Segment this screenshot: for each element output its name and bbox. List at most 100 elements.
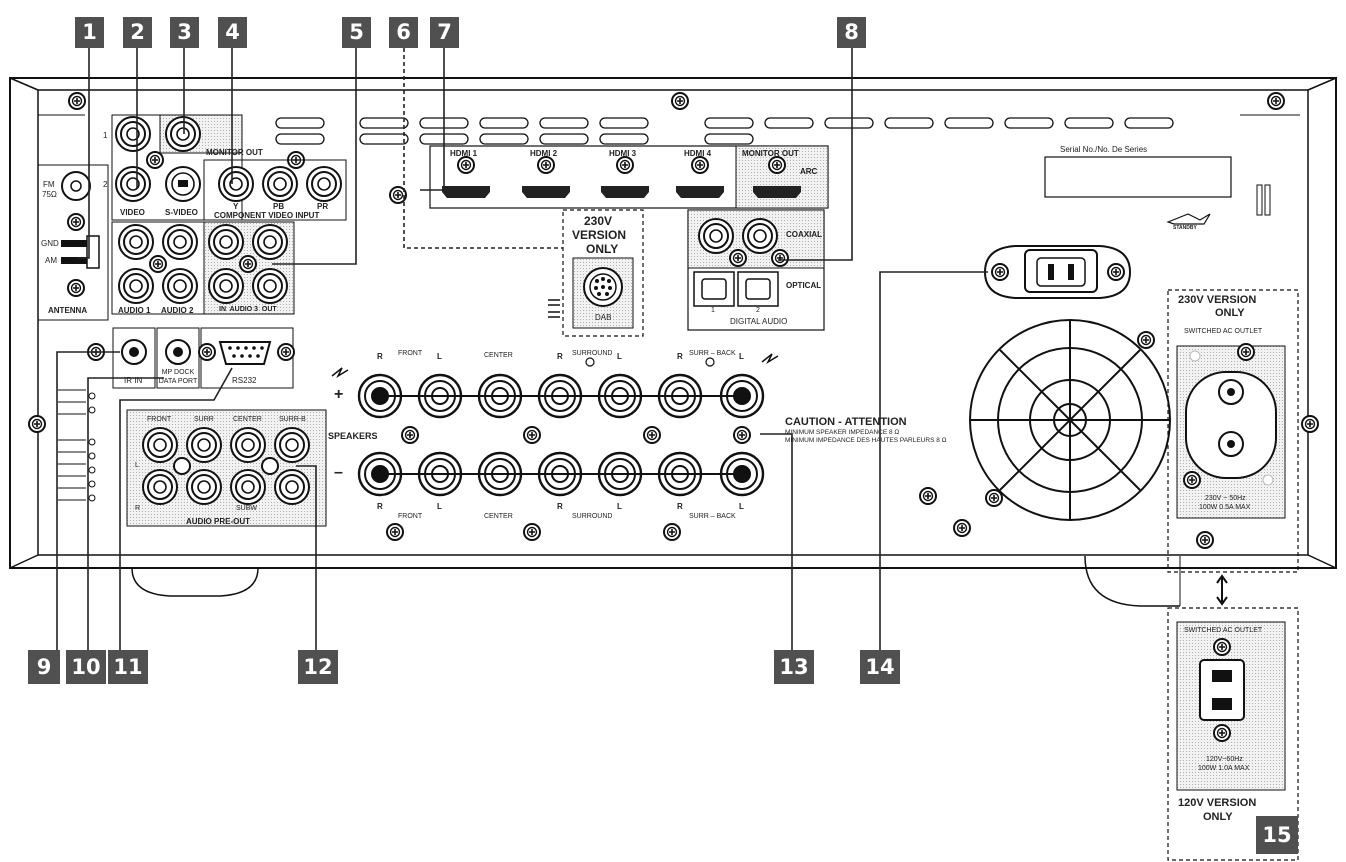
preout-front-label: FRONT: [147, 416, 172, 423]
callout-4: 4: [218, 17, 247, 48]
optical-label: OPTICAL: [786, 281, 822, 290]
preout-center-label: CENTER: [233, 416, 262, 423]
speaker-front-top: FRONT: [398, 350, 423, 357]
coaxial-label: COAXIAL: [786, 230, 822, 239]
preout-surr-b-label: SURR-B: [279, 416, 306, 423]
speaker-l-surrback-bottom: L: [739, 502, 744, 511]
speaker-terminals: [331, 353, 779, 541]
hdmi-arc-label: ARC: [800, 167, 818, 176]
fan-grille: [919, 319, 1214, 549]
callout-6: 6: [389, 17, 418, 48]
component-pb-label: PB: [273, 202, 285, 211]
hdmi-3-label: HDMI 3: [609, 149, 637, 158]
s-video-label: S-VIDEO: [165, 208, 198, 217]
ac-power-inlet: [983, 245, 1132, 299]
rs232-label: RS232: [232, 376, 257, 385]
speaker-l-front-top: L: [437, 352, 442, 361]
callout-3: 3: [170, 17, 199, 48]
outlet-230v-spec-2: 100W 0.5A MAX: [1199, 504, 1251, 511]
monitor-out-video-label: MONITOR OUT: [206, 148, 263, 157]
digital-audio: [687, 209, 825, 331]
speaker-r-front-top: R: [377, 352, 383, 361]
component-video-input-label: COMPONENT VIDEO INPUT: [214, 211, 320, 220]
dab-only-label: ONLY: [586, 242, 619, 256]
dab-section: [548, 209, 644, 337]
outlet-120v-label: SWITCHED AC OUTLET: [1184, 627, 1263, 634]
antenna-title: ANTENNA: [48, 306, 88, 315]
component-y-label: Y: [233, 202, 239, 211]
callout-2: 2: [123, 17, 152, 48]
speakers-title: SPEAKERS: [328, 431, 378, 441]
speaker-surround-bottom: SURROUND: [572, 513, 613, 520]
speaker-r-surrback-bottom: R: [677, 502, 683, 511]
audio-2-label: AUDIO 2: [161, 306, 194, 315]
preout-subw-label: SUBW: [236, 505, 257, 512]
callout-9: 9: [28, 650, 60, 684]
speaker-surrback-top: SURR – BACK: [689, 350, 736, 357]
dab-230v-label: 230V: [584, 214, 613, 228]
speaker-center-top: CENTER: [484, 352, 513, 359]
chassis: [9, 77, 1337, 607]
am-label: AM: [45, 256, 57, 265]
video-inputs: [111, 114, 347, 221]
hdmi-2-label: HDMI 2: [530, 149, 558, 158]
optical-2-label: 2: [756, 307, 760, 314]
callout-12: 12: [298, 650, 338, 684]
outlet-230v-label: SWITCHED AC OUTLET: [1184, 328, 1263, 335]
hdmi-1-label: HDMI 1: [450, 149, 478, 158]
audio-preout-title: AUDIO PRE-OUT: [186, 517, 250, 526]
speaker-l-surrback-top: L: [739, 352, 744, 361]
left-vents: [58, 389, 96, 502]
hdmi-4-label: HDMI 4: [684, 149, 712, 158]
outlet-120v-spec-1: 120V~60Hz: [1206, 756, 1243, 763]
mp-dock-label: MP DOCK DATA PORT: [158, 369, 198, 385]
control-ports: [87, 327, 295, 389]
speaker-minus: –: [334, 464, 343, 481]
fm-label: FM: [43, 180, 55, 189]
optical-1-label: 1: [711, 307, 715, 314]
speaker-plus: +: [334, 386, 344, 403]
speaker-r-surround-bottom: R: [557, 502, 563, 511]
dab-label: DAB: [595, 313, 612, 322]
speaker-surround-top: SURROUND: [572, 350, 613, 357]
speaker-r-surround-top: R: [557, 352, 563, 361]
digital-audio-title: DIGITAL AUDIO: [730, 317, 788, 326]
outlet-120v-title-2: ONLY: [1203, 811, 1233, 823]
preout-r-label: R: [135, 505, 141, 512]
callout-11: 11: [108, 650, 148, 684]
component-pr-label: PR: [317, 202, 329, 211]
audio-3-label: IN AUDIO 3 OUT: [219, 306, 277, 313]
speaker-r-front-bottom: R: [377, 502, 383, 511]
outlet-230v: [1167, 289, 1299, 573]
caution-title: CAUTION - ATTENTION: [785, 416, 907, 428]
audio-preout: [126, 409, 327, 527]
antenna-section: [38, 164, 109, 321]
speaker-l-surround-top: L: [617, 352, 622, 361]
callout-14: 14: [860, 650, 900, 684]
speaker-front-bottom: FRONT: [398, 513, 423, 520]
speaker-surrback-bottom: SURR – BACK: [689, 513, 736, 520]
hdmi-monitor-out-label: MONITOR OUT: [742, 149, 799, 158]
caution-line-1: MINIMUM SPEAKER IMPEDANCE 8 Ω: [785, 429, 900, 436]
outlet-120v-spec-2: 100W 1.0A MAX: [1198, 765, 1250, 772]
video-row-1-label: 1: [103, 131, 108, 140]
callout-15: 15: [1256, 816, 1298, 854]
speaker-l-surround-bottom: L: [617, 502, 622, 511]
serial-label: Serial No./No. De Series: [1060, 145, 1148, 154]
outlet-120v-title-1: 120V VERSION: [1178, 797, 1257, 809]
callout-7: 7: [430, 17, 459, 48]
serial-plate: [1044, 156, 1271, 225]
hdmi-section: [389, 145, 829, 209]
standby-label: STANDBY: [1173, 225, 1197, 231]
ir-in-label: IR IN: [124, 376, 143, 385]
video-row-2-label: 2: [103, 180, 108, 189]
audio-1-label: AUDIO 1: [118, 306, 151, 315]
preout-l-label: L: [135, 462, 139, 469]
fm-ohm-label: 75Ω: [42, 190, 57, 199]
speaker-r-surrback-top: R: [677, 352, 683, 361]
callout-1: 1: [75, 17, 104, 48]
speaker-center-bottom: CENTER: [484, 513, 513, 520]
outlet-230v-title-1: 230V VERSION: [1178, 294, 1257, 306]
video-label: VIDEO: [120, 208, 145, 217]
